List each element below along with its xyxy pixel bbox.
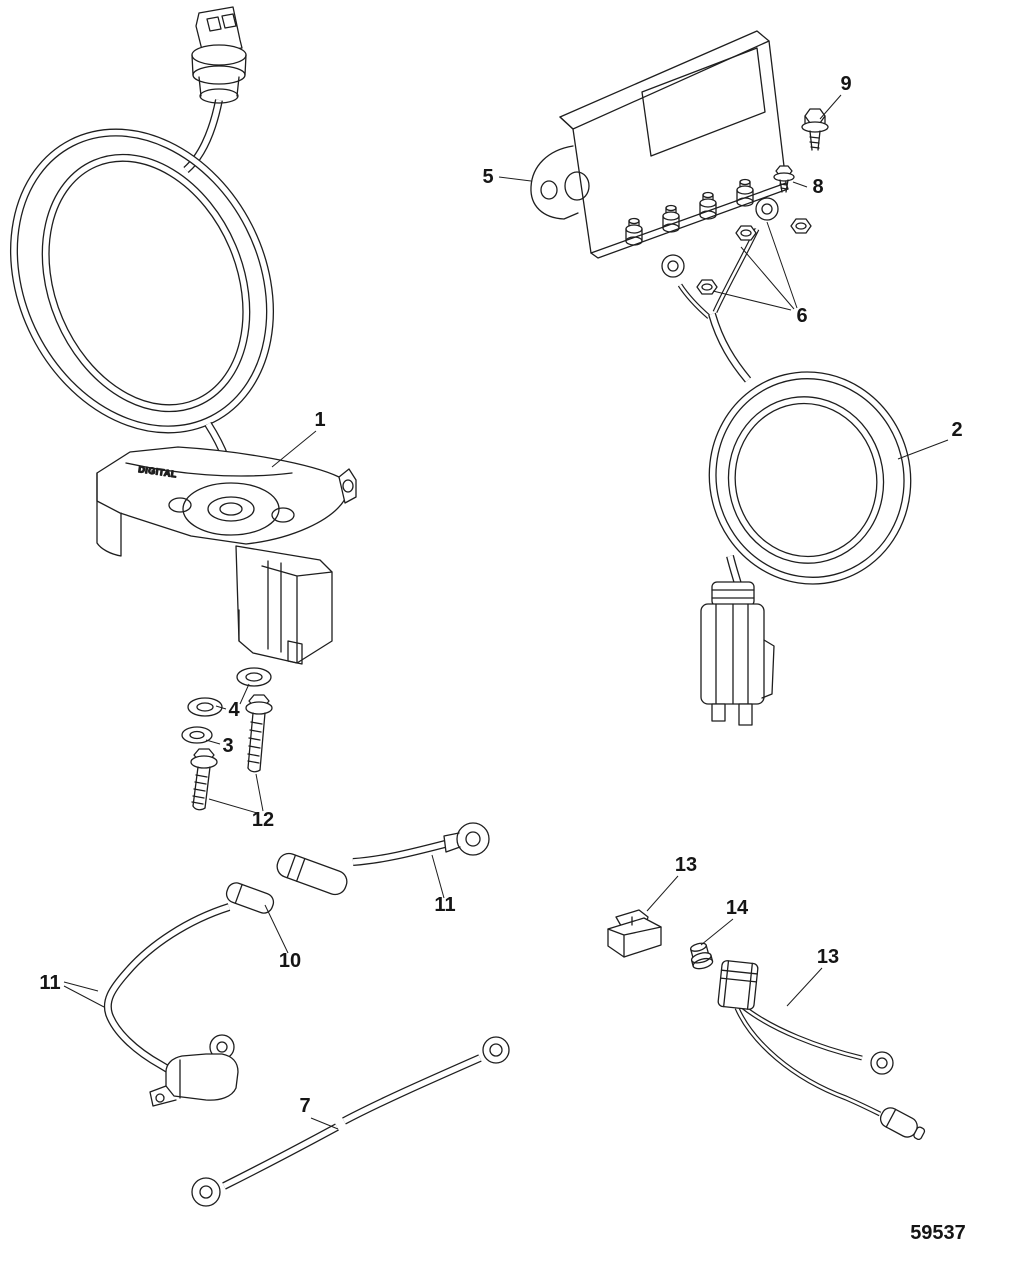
callout-14: 14 xyxy=(726,897,749,919)
hex-nut xyxy=(790,218,812,234)
module-terminal-stud xyxy=(625,217,643,246)
ring-terminal xyxy=(661,254,685,278)
flat-washers xyxy=(181,667,272,744)
link-cable-upper xyxy=(352,840,446,866)
cable-coil-to-connector xyxy=(726,555,742,586)
cable-connector-bottom xyxy=(700,581,775,726)
flange-bolt-right xyxy=(245,694,273,773)
callout-9: 9 xyxy=(840,73,851,95)
shift-bracket-assembly: DIGITAL xyxy=(96,446,357,665)
flange-screw-9 xyxy=(801,108,829,151)
callout-13-left: 13 xyxy=(675,854,697,876)
cable-cluster-to-coil xyxy=(708,312,752,383)
callout-11-upper: 11 xyxy=(434,894,455,916)
ring-terminal xyxy=(755,197,779,221)
callout-5: 5 xyxy=(482,166,493,188)
control-module xyxy=(530,30,789,259)
callout-12: 12 xyxy=(252,809,274,831)
screw-8 xyxy=(773,165,795,193)
ground-strap xyxy=(222,1054,482,1190)
cable-plug-to-coil xyxy=(183,99,223,174)
module-terminal-stud xyxy=(662,204,680,233)
callout-3: 3 xyxy=(222,735,233,757)
callout-2: 2 xyxy=(951,419,962,441)
cable-coil-left xyxy=(10,128,274,434)
sensor-terminal xyxy=(149,1034,239,1107)
callout-1: 1 xyxy=(314,409,325,431)
callout-4: 4 xyxy=(228,699,240,721)
jumper-harness-connector xyxy=(717,960,759,1010)
jumper-harness-ring xyxy=(870,1051,894,1075)
ground-strap-ring-left xyxy=(191,1177,221,1207)
inline-connector-barrel-large xyxy=(276,852,348,896)
jumper-harness-wires xyxy=(734,1004,882,1117)
inline-connector-barrel-small xyxy=(225,882,275,914)
callout-11-lower: 11 xyxy=(39,972,60,994)
callout-10: 10 xyxy=(279,950,301,972)
flange-bolt-left xyxy=(190,748,218,811)
leader-lines xyxy=(63,94,949,1130)
ground-strap-ring-right xyxy=(482,1036,510,1064)
hex-nut xyxy=(735,225,757,241)
module-terminal-stud xyxy=(699,191,717,220)
hex-nut xyxy=(696,279,718,295)
small-sensor-plug xyxy=(690,942,714,970)
callout-13-right: 13 xyxy=(817,946,839,968)
terminal-wires xyxy=(677,227,760,319)
ring-terminal-link xyxy=(443,822,490,856)
callout-6: 6 xyxy=(796,305,807,327)
connector-clip xyxy=(607,909,662,958)
callout-7: 7 xyxy=(299,1095,310,1117)
cable-coil-right xyxy=(708,371,912,585)
jumper-harness-barrel xyxy=(879,1107,926,1141)
callout-8: 8 xyxy=(812,176,823,198)
drawing-number: 59537 xyxy=(910,1222,966,1244)
cable-connector-top xyxy=(191,6,247,104)
